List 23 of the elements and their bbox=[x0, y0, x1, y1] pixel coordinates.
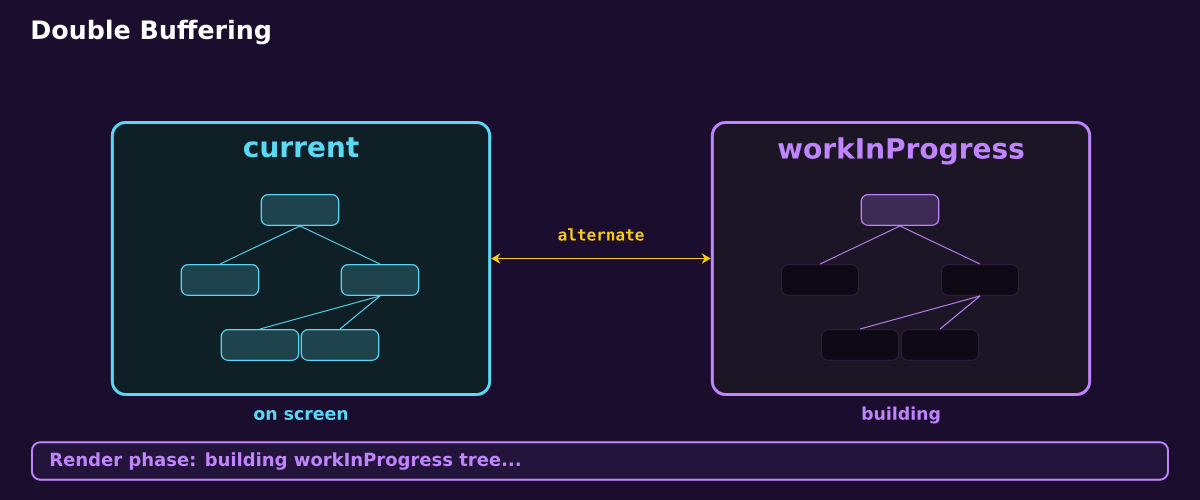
double-arrow bbox=[491, 253, 711, 264]
tree-link bbox=[819, 225, 901, 265]
tree-node-box bbox=[260, 194, 340, 226]
tree-link bbox=[899, 225, 981, 265]
tree-node-box bbox=[220, 329, 300, 361]
tree-link bbox=[299, 225, 381, 265]
panel-caption: on screen bbox=[254, 410, 348, 420]
tree-node-box bbox=[820, 329, 900, 361]
tree-node-box bbox=[900, 329, 980, 361]
tree-node-box bbox=[940, 264, 1020, 296]
tree-link bbox=[339, 295, 381, 330]
tree-node-box bbox=[340, 264, 420, 296]
diagram-title: Double Buffering bbox=[32, 19, 270, 45]
tree-node-box bbox=[300, 329, 380, 361]
tree-link bbox=[939, 295, 981, 330]
tree-node-box bbox=[860, 194, 940, 226]
tree-link bbox=[859, 295, 981, 330]
panel-caption: building bbox=[862, 406, 940, 424]
tree-link bbox=[219, 225, 301, 265]
tree-node-box bbox=[780, 264, 860, 296]
status-bar: Render phase: building workInProgress tree... bbox=[31, 441, 1169, 481]
tree-link bbox=[259, 295, 381, 330]
tree-node-box bbox=[180, 264, 260, 296]
